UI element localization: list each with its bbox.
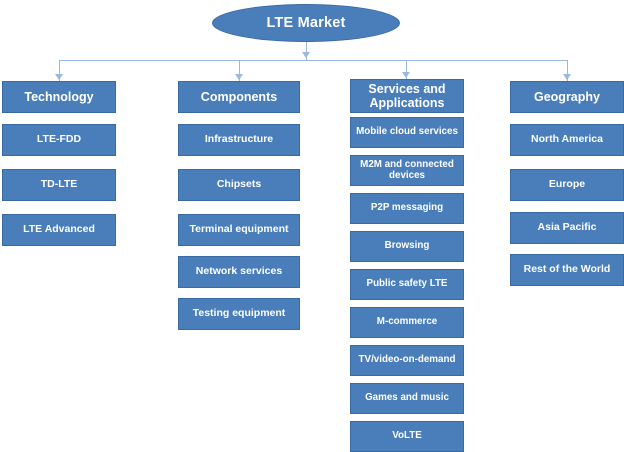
node-label: Rest of the World	[523, 263, 611, 276]
node-label: P2P messaging	[370, 202, 444, 214]
connector-drop-components	[239, 60, 240, 81]
node-label: LTE Advanced	[23, 223, 95, 236]
connector-horizontal-bus	[59, 60, 568, 61]
node-services-item-4: Public safety LTE	[350, 269, 464, 300]
node-label: TV/video-on-demand	[358, 354, 456, 366]
node-components-item-2: Terminal equipment	[178, 214, 300, 246]
node-label: Network services	[195, 265, 283, 278]
node-services-item-6: TV/video-on-demand	[350, 345, 464, 376]
node-label: Mobile cloud services	[356, 126, 458, 138]
connector-root-stem	[306, 42, 307, 60]
connector-drop-technology	[59, 60, 60, 81]
node-geography-item-2: Asia Pacific	[510, 212, 624, 244]
node-technology-item-2: LTE Advanced	[2, 214, 116, 246]
node-geography-item-1: Europe	[510, 169, 624, 201]
node-label: TD-LTE	[40, 178, 78, 191]
column-header-geography-label: Geography	[534, 90, 600, 104]
root-node-lte-market: LTE Market	[212, 4, 400, 42]
node-label: Games and music	[365, 392, 449, 404]
node-components-item-3: Network services	[178, 256, 300, 288]
column-header-technology: Technology	[2, 81, 116, 113]
node-label: Asia Pacific	[537, 221, 597, 234]
column-header-components-label: Components	[200, 90, 278, 104]
node-label: Infrastructure	[204, 133, 274, 146]
node-services-item-1: M2M and connected devices	[350, 155, 464, 186]
node-services-item-5: M-commerce	[350, 307, 464, 338]
node-geography-item-0: North America	[510, 124, 624, 156]
arrowhead-drop-components	[235, 74, 243, 80]
column-header-technology-label: Technology	[24, 90, 94, 104]
node-technology-item-1: TD-LTE	[2, 169, 116, 201]
column-header-services-and-applications-label: Services and Applications	[368, 82, 446, 110]
node-services-item-8: VoLTE	[350, 421, 464, 452]
connector-drop-services-and-applications	[406, 60, 407, 79]
column-header-components: Components	[178, 81, 300, 113]
node-services-item-7: Games and music	[350, 383, 464, 414]
node-label: Browsing	[384, 240, 430, 252]
column-header-services-and-applications: Services and Applications	[350, 79, 464, 113]
node-services-item-0: Mobile cloud services	[350, 117, 464, 148]
node-services-item-3: Browsing	[350, 231, 464, 262]
node-components-item-1: Chipsets	[178, 169, 300, 201]
root-node-label: LTE Market	[266, 15, 346, 31]
node-geography-item-3: Rest of the World	[510, 254, 624, 286]
node-label: M-commerce	[376, 316, 438, 328]
arrowhead-drop-geography	[563, 74, 571, 80]
node-label: VoLTE	[392, 430, 422, 442]
arrowhead-drop-services-and-applications	[402, 72, 410, 78]
node-components-item-0: Infrastructure	[178, 124, 300, 156]
node-label: LTE-FDD	[36, 133, 82, 146]
node-components-item-4: Testing equipment	[178, 298, 300, 330]
node-label: Testing equipment	[192, 307, 286, 320]
node-technology-item-0: LTE-FDD	[2, 124, 116, 156]
node-label: Chipsets	[216, 178, 262, 191]
column-header-geography: Geography	[510, 81, 624, 113]
node-label: Terminal equipment	[189, 223, 289, 236]
arrowhead-root-stem	[302, 52, 310, 58]
node-label: Public safety LTE	[366, 278, 448, 290]
node-label: North America	[531, 133, 603, 146]
node-services-item-2: P2P messaging	[350, 193, 464, 224]
arrowhead-drop-technology	[55, 74, 63, 80]
connector-drop-geography	[567, 60, 568, 81]
node-label: Europe	[548, 178, 586, 191]
node-label: M2M and connected devices	[360, 158, 454, 181]
